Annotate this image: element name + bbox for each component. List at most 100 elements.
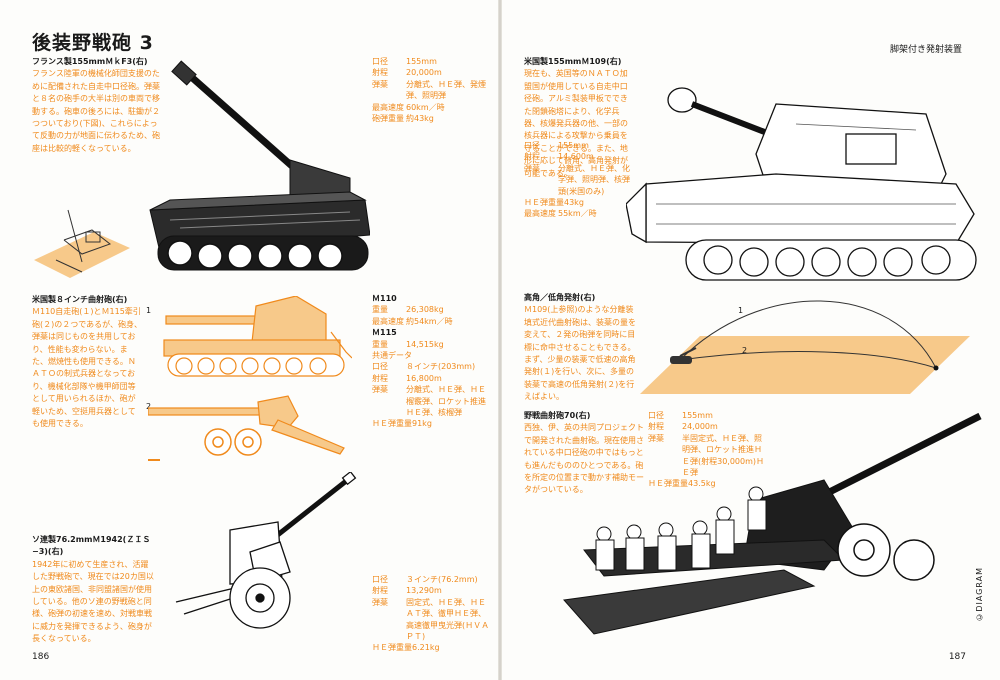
spec-title: Ｍ115 xyxy=(372,328,397,338)
amx-spec-row: 弾薬分離式、ＨＥ弾、発煙弾、照明弾 xyxy=(372,79,490,102)
spec-subtitle: 共通データ xyxy=(372,351,412,361)
spec-value: 分離式、ＨＥ弾、ＨＥ榴霰弾、ロケット推進ＨＥ弾、核榴弾 xyxy=(406,385,486,418)
crew-figures xyxy=(595,486,767,571)
angle-fire-caption: 高角／低角発射(右) Ｍ109(上参照)のような分離装填式近代曲射砲は、装薬の量… xyxy=(524,292,636,404)
spec-value: 約54km／時 xyxy=(406,316,453,326)
m110-spec-row: 口径 ８インチ(203mm) xyxy=(372,361,490,372)
m110-label-1: 1 xyxy=(146,306,152,315)
spec-value: 60km／時 xyxy=(406,102,445,112)
fh70-spec-row: 弾薬 半固定式、ＨＥ弾、照明弾、ロケット推進ＨＥ弾(射程30,000m)ＨＥ弾 xyxy=(648,433,768,479)
spec-value: 13,290m xyxy=(406,586,442,596)
zis3-spec-row: 弾薬固定式、ＨＥ弾、ＨＥＡＴ弾、徹甲ＨＥ弾、高速徹甲曳光弾(ＨＶＡＰＴ) xyxy=(372,597,490,643)
spec-value: 20,000m xyxy=(406,68,442,78)
m109-caption-head: 米国製155mmＭ109(右) xyxy=(524,57,622,66)
page-number-left: 186 xyxy=(32,652,50,662)
spec-key: 口径 xyxy=(372,575,388,584)
m109-caption-body: 現在も、英国等のＮＡＴＯ加盟国が使用している自走中口径砲。アルミ製装甲板でできた… xyxy=(524,69,628,178)
spec-key: ＨＥ弾重量 xyxy=(524,198,564,208)
m115-label-2: 2 xyxy=(146,402,152,411)
spec-title: Ｍ110 xyxy=(372,294,397,303)
spec-value: 55km／時 xyxy=(558,209,597,219)
spec-value: 固定式、ＨＥ弾、ＨＥＡＴ弾、徹甲ＨＥ弾、高速徹甲曳光弾(ＨＶＡＰＴ) xyxy=(406,597,490,642)
page-number-right: 187 xyxy=(948,652,966,662)
spec-value: 91kg xyxy=(412,419,432,429)
m115-spec-title: Ｍ115 xyxy=(372,327,490,338)
amx-spec-row: 砲弾重量約43kg xyxy=(372,113,490,124)
diagram-credit: ©DIAGRAM xyxy=(975,567,984,622)
spec-value: 26,308kg xyxy=(406,305,444,315)
spec-key: 弾薬 xyxy=(372,79,388,89)
spec-key: 射程 xyxy=(524,152,540,162)
amx-spec-row: 射程 20,000m xyxy=(372,67,490,78)
common-data-label: 共通データ xyxy=(372,350,490,361)
spec-key: 最高速度 xyxy=(372,102,404,112)
fh70-howitzer-illustration xyxy=(563,412,982,635)
zis3-caption-head: ソ連製76.2mmＭ1942(ＺＩＳ−3)(右) xyxy=(32,535,151,557)
spec-key: 射程 xyxy=(648,422,664,432)
angle-fire-caption-head: 高角／低角発射(右) xyxy=(524,293,596,302)
spec-key: 重量 xyxy=(372,305,388,315)
trajectory-label-2: 2 xyxy=(742,346,748,355)
spade-diagram-illustration xyxy=(34,209,130,278)
m110-caption: 米国製８インチ曲射砲(右) Ｍ110自走砲(１)とＭ115牽引砲(２)の２つであ… xyxy=(32,294,142,430)
spec-value: 155mm xyxy=(406,57,437,66)
spec-key: 重量 xyxy=(372,339,388,349)
zis3-caption: ソ連製76.2mmＭ1942(ＺＩＳ−3)(右) 1942年に初めて生産され、活… xyxy=(32,534,156,646)
gutter xyxy=(498,0,502,680)
page-title: 後装野戦砲 3 xyxy=(32,32,154,54)
spec-value: 43.5kg xyxy=(688,479,716,489)
spec-value: 155mm xyxy=(558,141,589,150)
m110-spec-row: 最高速度約54km／時 xyxy=(372,316,490,327)
m110-caption-head: 米国製８インチ曲射砲(右) xyxy=(32,295,128,304)
spec-value: ８インチ(203mm) xyxy=(406,362,476,372)
spec-key: ＨＥ弾重量 xyxy=(372,643,412,653)
spec-value: 155mm xyxy=(682,411,713,420)
spec-key: 口径 xyxy=(372,57,388,66)
m110-illustration xyxy=(163,296,352,377)
zis3-spec-row: 射程 13,290m xyxy=(372,585,490,596)
spec-key: 砲弾重量 xyxy=(372,114,404,124)
spec-key: 弾薬 xyxy=(372,385,388,395)
spec-key: 最高速度 xyxy=(524,209,556,219)
spec-key: 口径 xyxy=(648,411,664,420)
spec-value: 約43kg xyxy=(406,114,434,124)
fh70-caption-head: 野戦曲射砲70(右) xyxy=(524,411,591,420)
spec-key: 射程 xyxy=(372,68,388,78)
m110-spec-row: 重量 26,308kg xyxy=(372,304,490,315)
amx-caption-head: フランス製155mmＭｋF3(右) xyxy=(32,57,148,66)
section-header: 脚架付き発射装置 xyxy=(889,45,962,55)
spec-key: 最高速度 xyxy=(372,316,404,326)
m110-spec-title: Ｍ110 xyxy=(372,293,490,304)
target-point xyxy=(933,365,939,371)
spec-value: 6.21kg xyxy=(412,643,440,653)
m109-spec-row: 口径 155mm xyxy=(524,140,634,151)
trajectory-label-1: 1 xyxy=(738,306,744,315)
zis3-field-gun-illustration xyxy=(175,472,357,629)
spec-key: 射程 xyxy=(372,586,388,596)
spec-value: 分離式、ＨＥ弾、化学弾、照明弾、核弾頭(米国のみ) xyxy=(558,163,630,196)
amx-caption: フランス製155mmＭｋF3(右) フランス陸軍の機械化師団支援のために配備され… xyxy=(32,56,160,155)
spec-key: 口径 xyxy=(524,141,540,150)
spec-value: 半固定式、ＨＥ弾、照明弾、ロケット推進ＨＥ弾(射程30,000m)ＨＥ弾 xyxy=(682,433,765,478)
angle-fire-caption-body: Ｍ109(上参照)のような分離装填式近代曲射砲は、装薬の量を変えて、２発の砲弾を… xyxy=(524,305,636,402)
m109-spec-row: 弾薬分離式、ＨＥ弾、化学弾、照明弾、核弾頭(米国のみ) xyxy=(524,163,634,197)
spec-value: 16,800m xyxy=(406,373,442,383)
m109-caption: 米国製155mmＭ109(右) 現在も、英国等のＮＡＴＯ加盟国が使用している自走… xyxy=(524,56,632,180)
amx-sp-gun-illustration xyxy=(149,60,370,271)
spec-key: 口径 xyxy=(372,362,388,372)
spec-key: 弾薬 xyxy=(648,433,664,443)
fh70-caption-body: 西独、伊、英の共同プロジェクトで開発された曲射砲。現在使用されている中口径砲の中… xyxy=(524,423,644,495)
